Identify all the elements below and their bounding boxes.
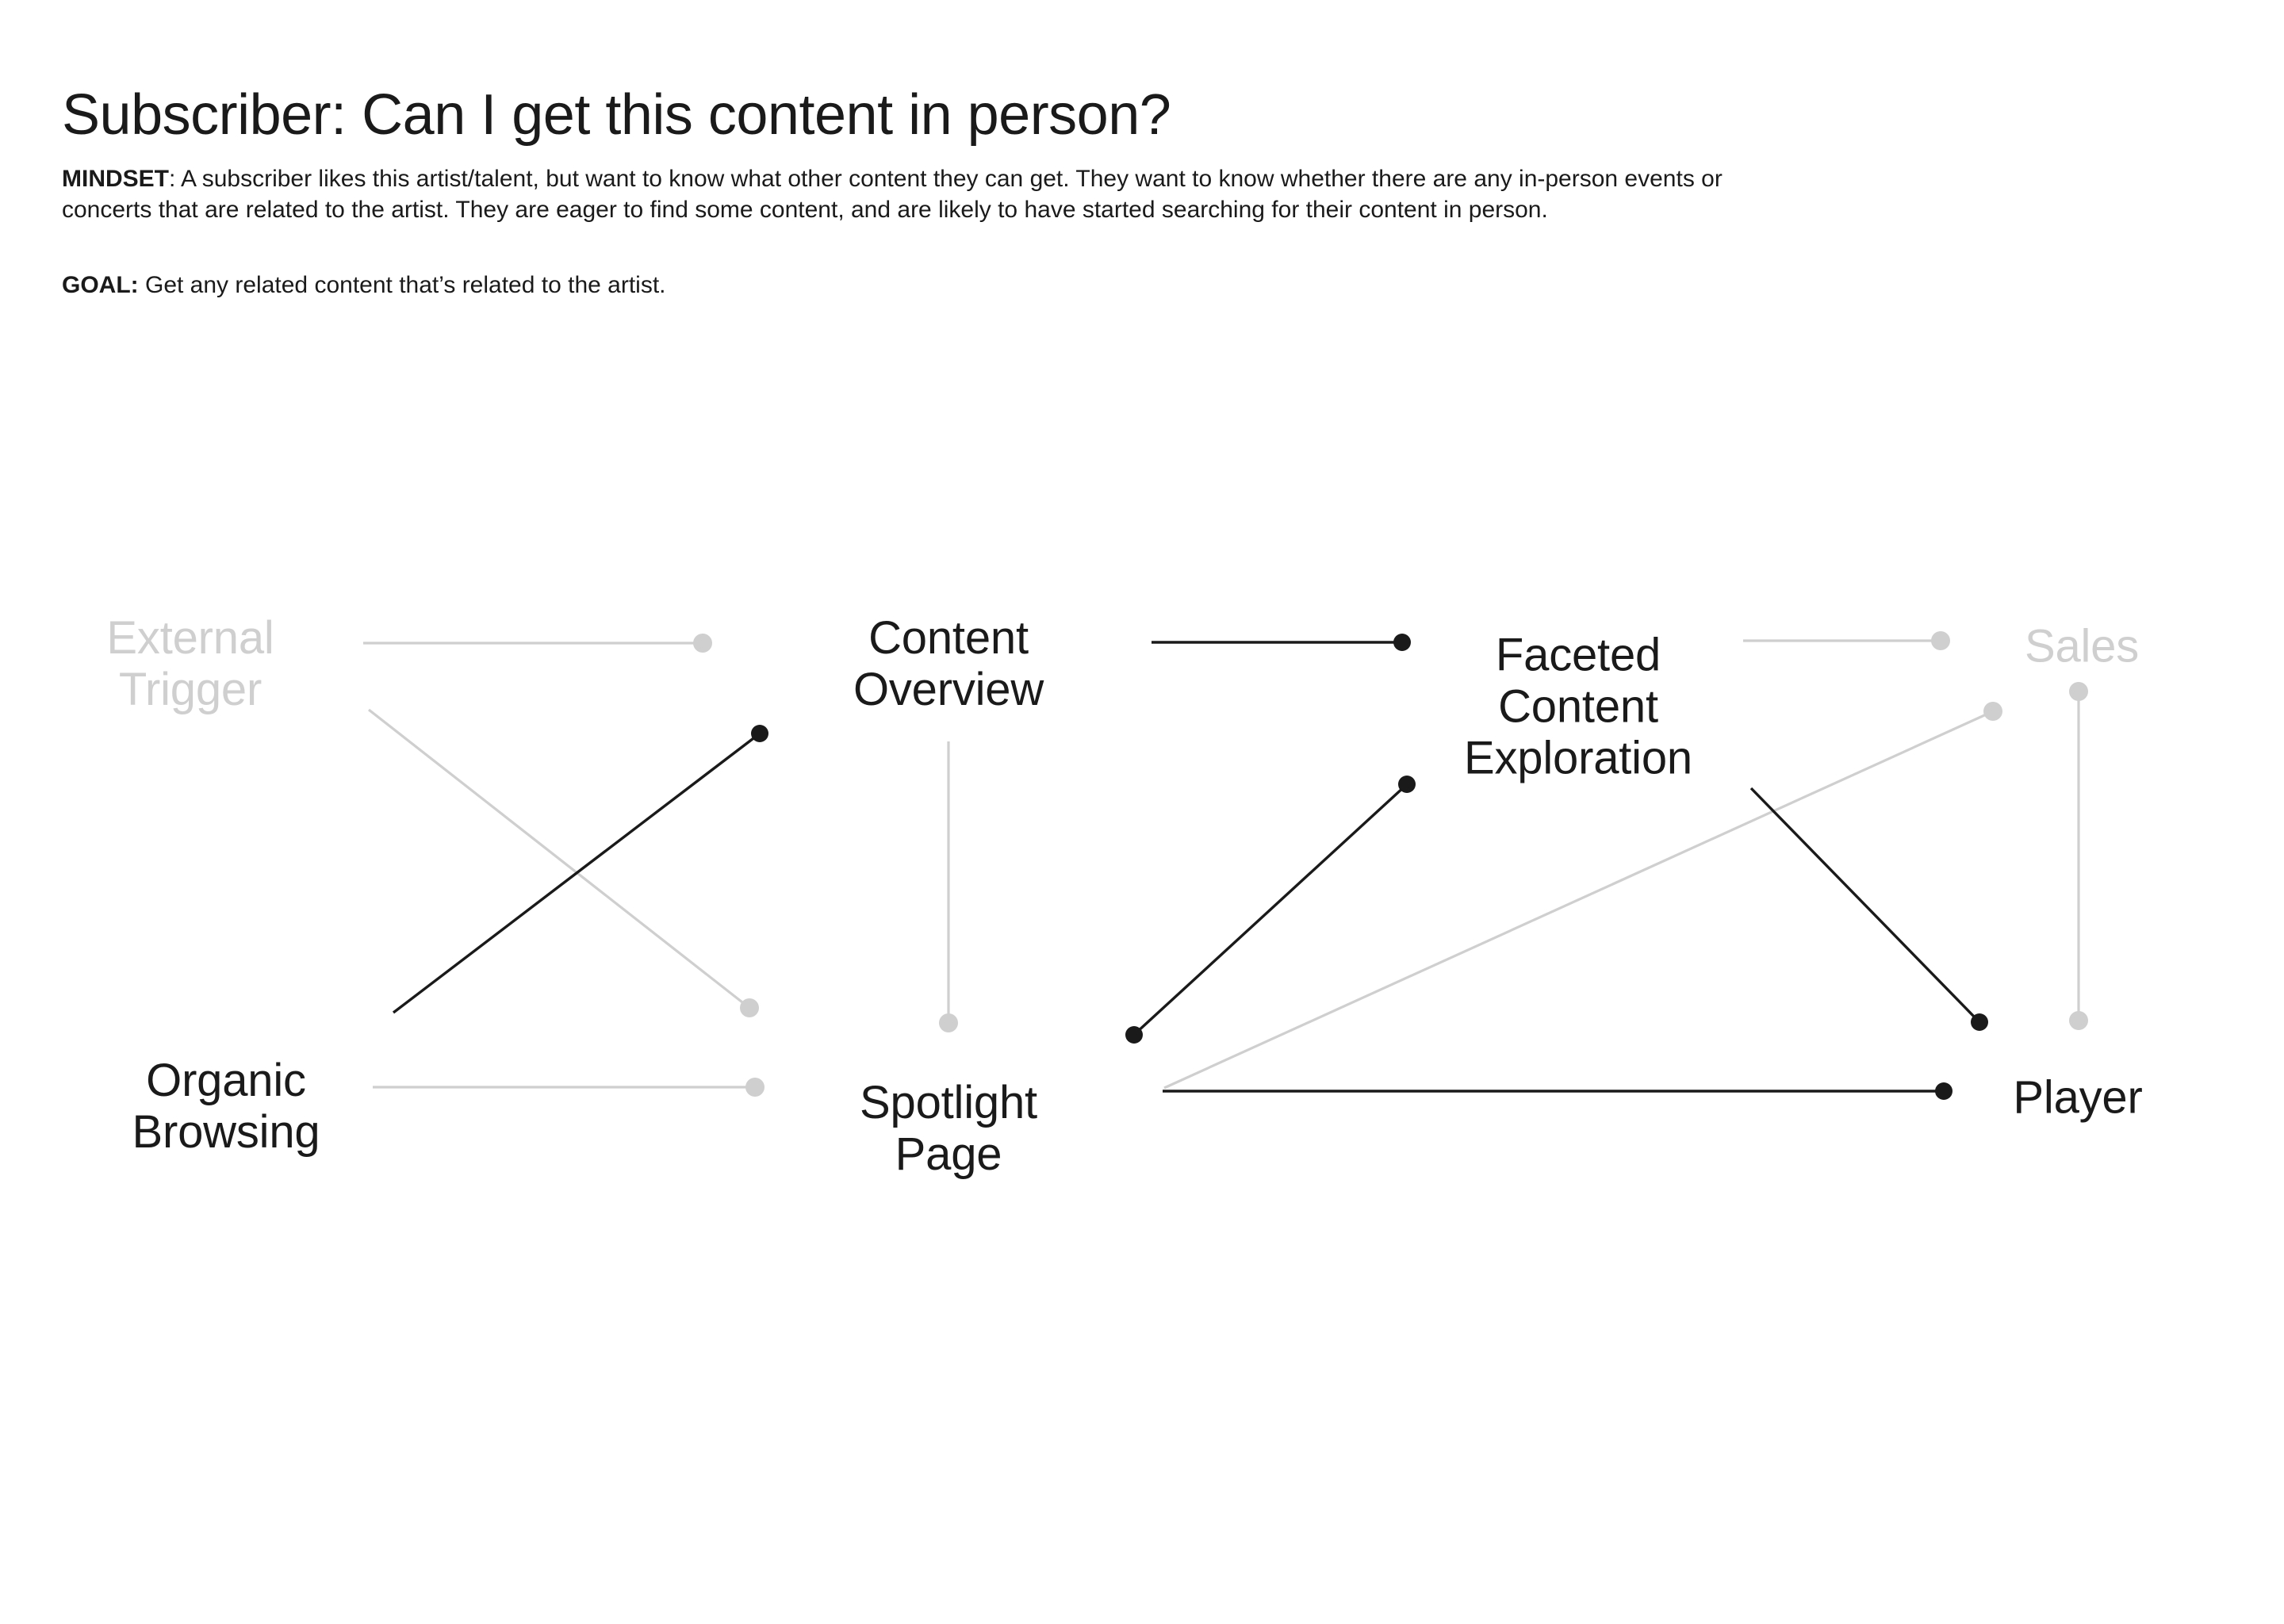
node-spotlight-page[interactable]: Spotlight Page xyxy=(860,1077,1037,1180)
node-content-overview[interactable]: Content Overview xyxy=(853,612,1044,715)
node-organic-browsing[interactable]: Organic Browsing xyxy=(132,1055,320,1158)
edge-spotlight-page-to-faceted xyxy=(1134,784,1407,1035)
mindset-text: : A subscriber likes this artist/talent,… xyxy=(62,165,1723,223)
endpoint-dot-player-in-diag xyxy=(1971,1013,1988,1031)
endpoint-dot-spotlight-page-out-diag xyxy=(1125,1026,1143,1044)
endpoint-dot-sales-in-flat xyxy=(1931,631,1950,650)
edge-organic-browsing-to-content-overview xyxy=(392,732,761,1014)
goal-text: Get any related content that’s related t… xyxy=(138,271,666,298)
endpoint-dot-sales-in-diag xyxy=(1983,702,2002,721)
endpoint-dot-faceted-in-from-spotlight xyxy=(1398,776,1416,793)
edge-spotlight-page-to-sales xyxy=(1163,710,1992,1090)
edge-external-trigger-to-spotlight-page xyxy=(368,708,750,1009)
mindset-label: MINDSET xyxy=(62,165,169,192)
endpoint-dot-spotlight-page-in-vertical xyxy=(939,1013,958,1032)
endpoint-dot-faceted-in xyxy=(1393,634,1411,651)
goal-label: GOAL: xyxy=(62,271,139,298)
endpoint-dot-content-overview-in xyxy=(693,634,712,653)
goal-paragraph: GOAL: Get any related content that’s rel… xyxy=(62,270,1791,301)
page-title: Subscriber: Can I get this content in pe… xyxy=(62,83,1171,147)
endpoint-dot-player-in-vertical xyxy=(2069,1011,2088,1030)
node-faceted-content-exploration[interactable]: Faceted Content Exploration xyxy=(1464,629,1692,784)
node-sales[interactable]: Sales xyxy=(2024,620,2140,672)
node-player[interactable]: Player xyxy=(2013,1071,2143,1124)
header-block: Subscriber: Can I get this content in pe… xyxy=(62,83,1886,301)
edge-faceted-to-player xyxy=(1749,787,1979,1022)
node-external-trigger[interactable]: External Trigger xyxy=(106,612,274,715)
endpoint-dot-spotlight-page-in-diag xyxy=(740,998,759,1017)
endpoint-dot-spotlight-page-in-flat xyxy=(745,1078,765,1097)
endpoint-dot-sales-out-vertical xyxy=(2069,682,2088,701)
endpoint-dot-content-overview-in-diag xyxy=(751,725,768,742)
mindset-paragraph: MINDSET: A subscriber likes this artist/… xyxy=(62,163,1791,225)
endpoint-dot-player-in-flat xyxy=(1935,1082,1953,1100)
